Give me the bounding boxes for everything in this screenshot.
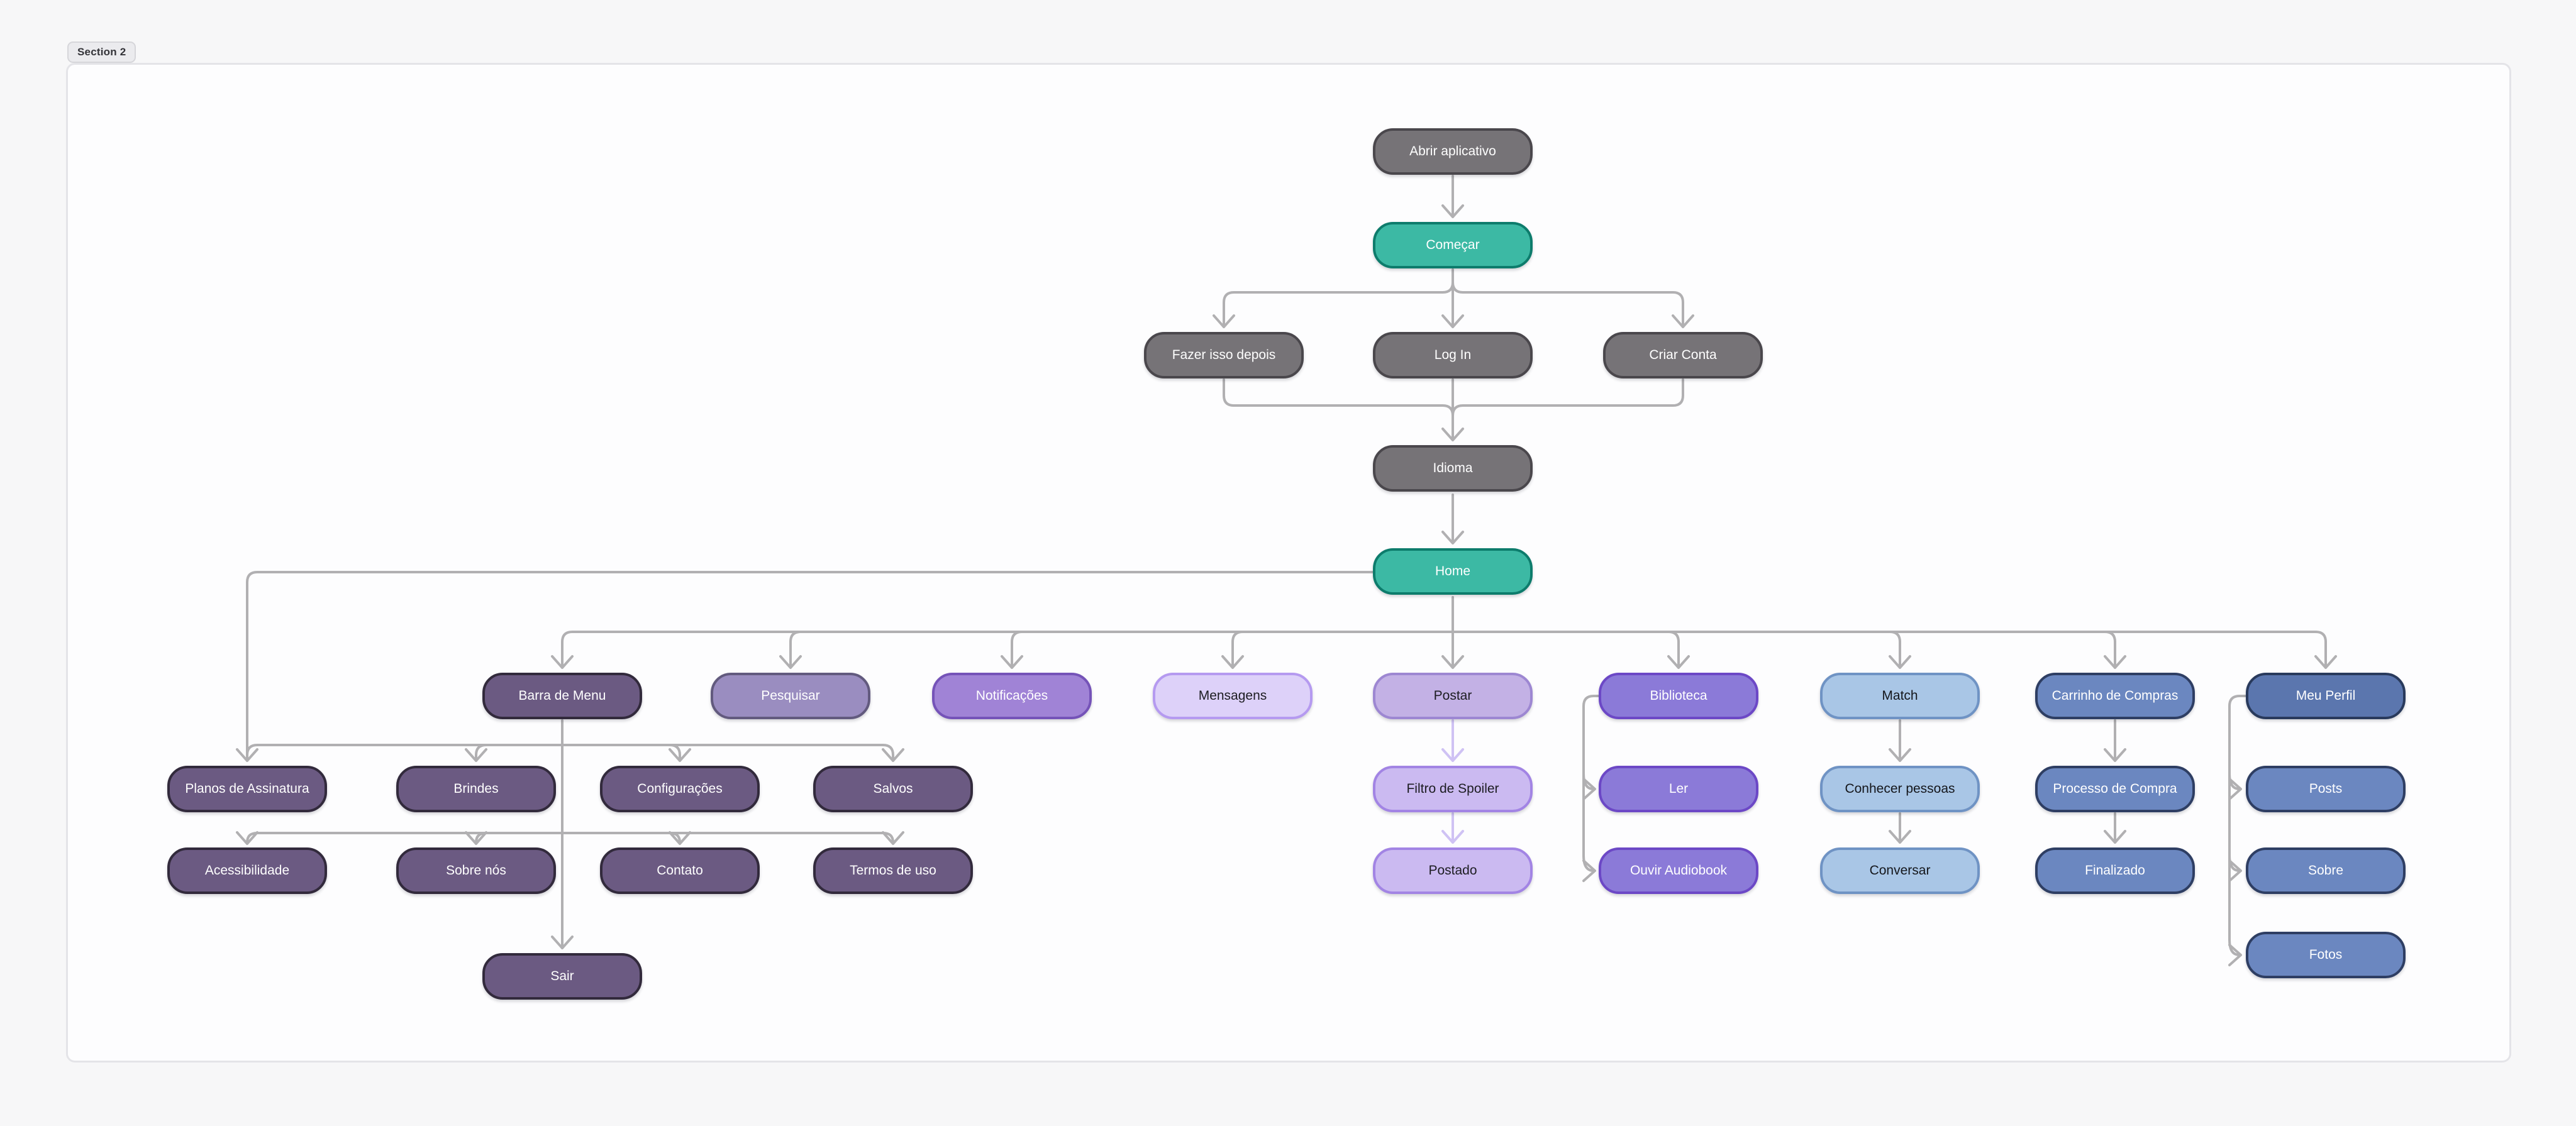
node-biblioteca[interactable]: Biblioteca xyxy=(1599,673,1758,719)
node-ouvir-audiobook[interactable]: Ouvir Audiobook xyxy=(1599,847,1758,894)
node-label: Biblioteca xyxy=(1650,688,1707,704)
node-configuracoes[interactable]: Configurações xyxy=(600,766,760,812)
node-postar[interactable]: Postar xyxy=(1373,673,1533,719)
node-label: Abrir aplicativo xyxy=(1409,144,1496,159)
section-frame xyxy=(66,63,2511,1063)
node-label: Começar xyxy=(1426,238,1480,253)
node-label: Fazer isso depois xyxy=(1172,348,1276,363)
node-label: Configurações xyxy=(637,781,723,797)
node-conhecer-pessoas[interactable]: Conhecer pessoas xyxy=(1820,766,1980,812)
node-fazer-isso-depois[interactable]: Fazer isso depois xyxy=(1144,332,1304,378)
node-label: Brindes xyxy=(453,781,499,797)
node-sobre[interactable]: Sobre xyxy=(2246,847,2406,894)
section-label[interactable]: Section 2 xyxy=(67,41,136,63)
node-label: Sair xyxy=(550,969,574,984)
node-label: Sobre nós xyxy=(446,863,506,878)
node-abrir-aplicativo[interactable]: Abrir aplicativo xyxy=(1373,128,1533,175)
node-label: Fotos xyxy=(2309,947,2343,963)
node-notificacoes[interactable]: Notificações xyxy=(932,673,1092,719)
node-label: Sobre xyxy=(2307,863,2344,878)
node-termos-de-uso[interactable]: Termos de uso xyxy=(813,847,973,894)
node-acessibilidade[interactable]: Acessibilidade xyxy=(167,847,327,894)
node-posts[interactable]: Posts xyxy=(2246,766,2406,812)
node-processo-de-compra[interactable]: Processo de Compra xyxy=(2035,766,2195,812)
node-barra-de-menu[interactable]: Barra de Menu xyxy=(482,673,642,719)
node-label: Pesquisar xyxy=(761,688,820,704)
node-label: Postar xyxy=(1433,688,1472,704)
node-sobre-nos[interactable]: Sobre nós xyxy=(396,847,556,894)
node-log-in[interactable]: Log In xyxy=(1373,332,1533,378)
node-label: Mensagens xyxy=(1198,688,1267,704)
node-label: Filtro de Spoiler xyxy=(1406,781,1499,797)
node-label: Acessibilidade xyxy=(204,863,290,878)
node-salvos[interactable]: Salvos xyxy=(813,766,973,812)
node-idioma[interactable]: Idioma xyxy=(1373,445,1533,492)
node-label: Home xyxy=(1435,564,1471,579)
node-label: Notificações xyxy=(975,688,1048,704)
node-ler[interactable]: Ler xyxy=(1599,766,1758,812)
node-contato[interactable]: Contato xyxy=(600,847,760,894)
node-match[interactable]: Match xyxy=(1820,673,1980,719)
node-comecar[interactable]: Começar xyxy=(1373,222,1533,268)
node-label: Conversar xyxy=(1869,863,1931,878)
node-sair[interactable]: Sair xyxy=(482,953,642,1000)
node-planos-de-assinatura[interactable]: Planos de Assinatura xyxy=(167,766,327,812)
node-fotos[interactable]: Fotos xyxy=(2246,932,2406,978)
node-label: Criar Conta xyxy=(1649,348,1717,363)
node-label: Match xyxy=(1882,688,1918,704)
node-label: Ler xyxy=(1668,781,1689,797)
node-brindes[interactable]: Brindes xyxy=(396,766,556,812)
node-label: Log In xyxy=(1434,348,1472,363)
node-conversar[interactable]: Conversar xyxy=(1820,847,1980,894)
node-label: Contato xyxy=(657,863,703,878)
node-label: Idioma xyxy=(1433,461,1473,476)
node-postado[interactable]: Postado xyxy=(1373,847,1533,894)
node-filtro-de-spoiler[interactable]: Filtro de Spoiler xyxy=(1373,766,1533,812)
node-label: Processo de Compra xyxy=(2053,781,2177,797)
node-finalizado[interactable]: Finalizado xyxy=(2035,847,2195,894)
node-label: Meu Perfil xyxy=(2296,688,2356,704)
node-mensagens[interactable]: Mensagens xyxy=(1153,673,1313,719)
node-label: Posts xyxy=(2309,781,2343,797)
node-label: Finalizado xyxy=(2085,863,2145,878)
node-label: Ouvir Audiobook xyxy=(1629,863,1728,878)
node-criar-conta[interactable]: Criar Conta xyxy=(1603,332,1763,378)
node-label: Postado xyxy=(1428,863,1477,878)
node-label: Barra de Menu xyxy=(518,688,606,704)
node-label: Salvos xyxy=(873,781,913,797)
node-label: Planos de Assinatura xyxy=(185,781,309,797)
node-label: Conhecer pessoas xyxy=(1845,781,1955,797)
node-home[interactable]: Home xyxy=(1373,548,1533,595)
node-carrinho-de-compras[interactable]: Carrinho de Compras xyxy=(2035,673,2195,719)
node-label: Carrinho de Compras xyxy=(2051,688,2179,704)
node-pesquisar[interactable]: Pesquisar xyxy=(711,673,870,719)
node-meu-perfil[interactable]: Meu Perfil xyxy=(2246,673,2406,719)
node-label: Termos de uso xyxy=(850,863,936,878)
